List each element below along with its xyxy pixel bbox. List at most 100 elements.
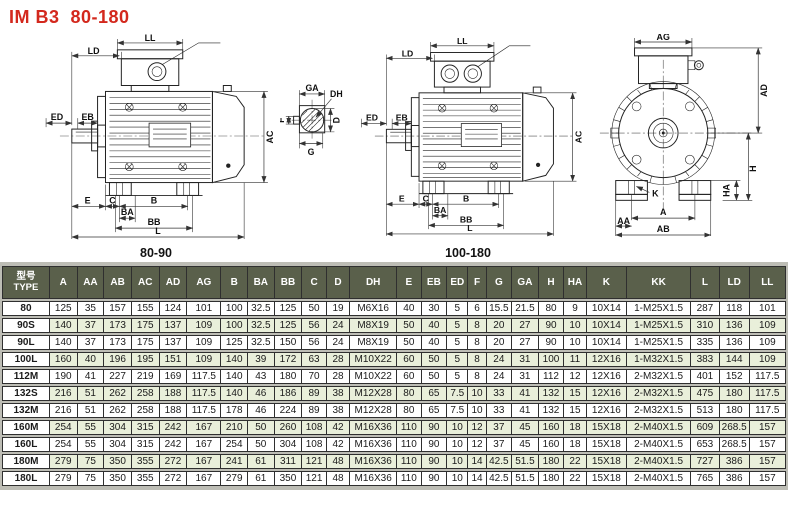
spec-cell: 350 — [104, 454, 132, 469]
spec-cell: 10X14 — [586, 301, 628, 316]
dim-label-ac: AC — [265, 130, 275, 143]
dim-label-b: B — [151, 195, 158, 205]
spec-cell: 125 — [274, 318, 303, 333]
terminal-box — [634, 47, 704, 90]
spec-cell: 188 — [159, 403, 188, 418]
spec-cell: 401 — [691, 369, 720, 384]
spec-cell: 40 — [77, 352, 105, 367]
spec-cell: 42.5 — [486, 471, 513, 486]
spec-cell: 272 — [159, 454, 188, 469]
spec-cell: M10X22 — [350, 352, 398, 367]
dim-label-c: C — [109, 195, 116, 205]
type-cell: 160M — [2, 420, 50, 435]
spec-cell: 188 — [159, 386, 188, 401]
type-cell: 132S — [2, 386, 50, 401]
spec-cell: 167 — [187, 454, 222, 469]
dim-label-bb: BB — [460, 214, 472, 224]
shaft-end — [647, 117, 679, 149]
spec-cell: 31 — [512, 369, 539, 384]
spec-cell: 22 — [564, 471, 587, 486]
spec-cell: M16X36 — [350, 454, 398, 469]
caption-80-90: 80-90 — [140, 246, 172, 260]
spec-cell: 157 — [749, 437, 786, 452]
spec-cell: M6X16 — [350, 301, 398, 316]
spec-cell: 157 — [749, 420, 786, 435]
spec-cell: 80 — [397, 403, 422, 418]
spec-cell: 124 — [159, 301, 188, 316]
spec-cell: 109 — [187, 352, 222, 367]
dim-label-ac: AC — [573, 131, 583, 143]
nameplate — [460, 123, 502, 147]
spec-cell: 160 — [538, 420, 565, 435]
spec-cell: 155 — [131, 301, 160, 316]
spec-cell: 180 — [538, 454, 565, 469]
spec-cell: 152 — [719, 369, 750, 384]
spec-cell: 61 — [248, 454, 275, 469]
spec-cell: 39 — [248, 352, 275, 367]
spec-cell: 15X18 — [586, 471, 628, 486]
spec-cell: 8 — [468, 369, 487, 384]
spec-cell: 350 — [274, 471, 303, 486]
type-cell: 90S — [2, 318, 50, 333]
spec-cell: 5 — [447, 352, 469, 367]
spec-cell: 12X16 — [586, 403, 628, 418]
type-cell: 180M — [2, 454, 50, 469]
dim-label-aa: AA — [617, 216, 630, 226]
spec-cell: 254 — [221, 437, 248, 452]
spec-cell: 150 — [274, 335, 303, 350]
cooling-fins — [611, 81, 715, 185]
spec-cell: 22 — [564, 454, 587, 469]
spec-cell: 27 — [512, 335, 539, 350]
spec-cell: 175 — [131, 335, 160, 350]
spec-cell: 157 — [749, 471, 786, 486]
spec-cell: 60 — [397, 369, 422, 384]
cable-gland-icon — [693, 60, 704, 71]
dim-label-b: B — [463, 193, 469, 203]
spec-cell: 110 — [397, 471, 422, 486]
spec-cell: 132 — [538, 386, 565, 401]
spec-cell: 383 — [691, 352, 720, 367]
col-header-d: D — [326, 266, 351, 299]
spec-cell: 8 — [468, 318, 487, 333]
spec-cell: 262 — [104, 403, 132, 418]
spec-cell: 14 — [468, 471, 487, 486]
spec-cell: 32.5 — [248, 335, 275, 350]
spec-cell: 100 — [221, 318, 248, 333]
spec-cell: 175 — [131, 318, 160, 333]
spec-cell: 117.5 — [749, 386, 786, 401]
spec-cell: 335 — [691, 335, 720, 350]
spec-cell: 112 — [538, 369, 565, 384]
spec-cell: 125 — [221, 335, 248, 350]
spec-cell: 12 — [468, 420, 487, 435]
spec-cell: 5 — [447, 369, 469, 384]
spec-cell: 10X14 — [586, 318, 628, 333]
spec-cell: 125 — [49, 301, 78, 316]
spec-cell: 37 — [486, 437, 513, 452]
spec-cell: 151 — [159, 352, 188, 367]
spec-cell: M16X36 — [350, 420, 398, 435]
spec-cell: 136 — [719, 335, 750, 350]
col-header-c: C — [302, 266, 327, 299]
spec-cell: 20 — [486, 335, 513, 350]
spec-cell: 172 — [274, 352, 303, 367]
spec-cell: 48 — [326, 471, 351, 486]
drawing-shaft-detail: GA DH F D G — [276, 78, 348, 181]
spec-cell: 90 — [421, 437, 448, 452]
dim-label-eb: EB — [396, 113, 408, 123]
spec-cell: 90 — [421, 454, 448, 469]
fan-cover — [211, 85, 245, 184]
dimensions: LL LD ED EB AC E C B BA — [45, 33, 275, 240]
spec-cell: 75 — [77, 454, 105, 469]
spec-cell: 18 — [564, 420, 587, 435]
spec-cell: 11 — [564, 352, 587, 367]
spec-cell: 2-M32X1.5 — [627, 386, 692, 401]
terminal-box — [430, 45, 531, 94]
spec-cell: 180 — [274, 369, 303, 384]
spec-cell: 46 — [248, 386, 275, 401]
spec-cell: 262 — [104, 386, 132, 401]
